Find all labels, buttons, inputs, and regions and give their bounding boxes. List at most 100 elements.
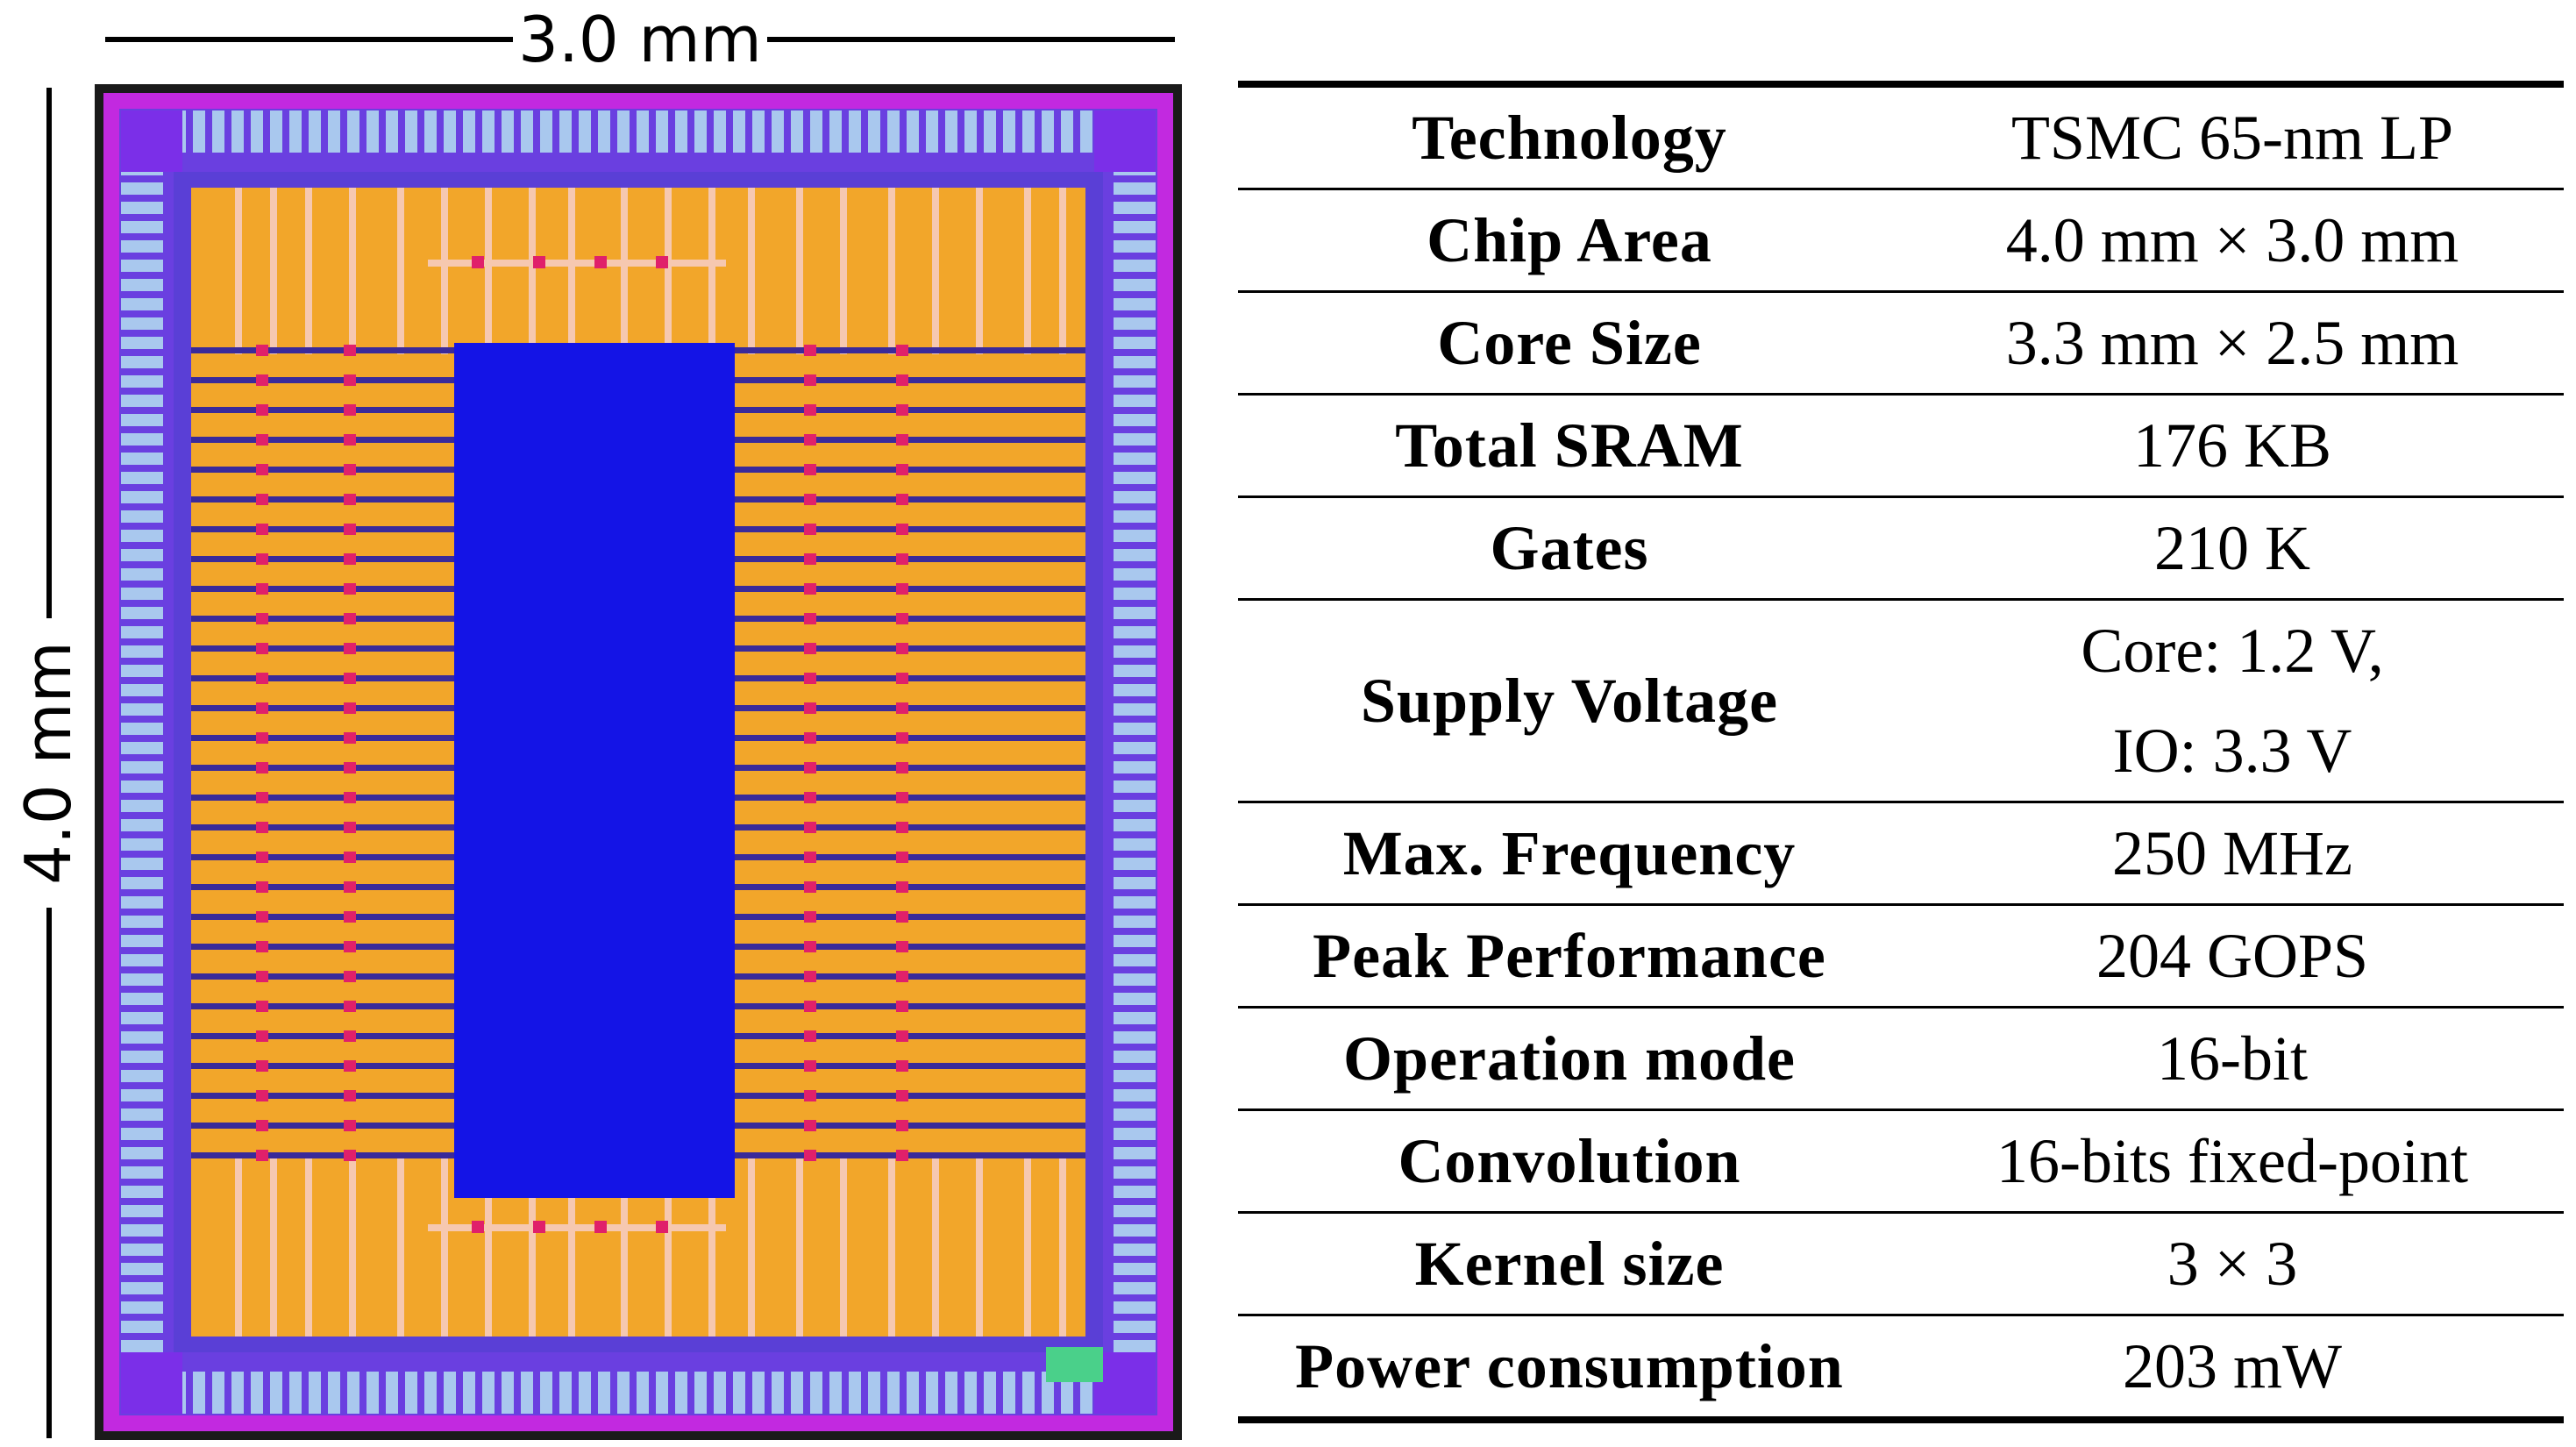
io-pad (1114, 607, 1156, 619)
io-pad (502, 1372, 514, 1414)
io-pad (829, 1372, 842, 1414)
power-stripe (191, 735, 454, 741)
power-stripe (191, 1003, 454, 1009)
height-dimension: 4.0 mm (0, 88, 96, 1438)
io-pad (1114, 993, 1156, 1005)
power-stripe (735, 526, 1085, 532)
power-stripe (191, 467, 454, 473)
power-column (932, 1152, 939, 1337)
io-pad (1114, 588, 1156, 600)
io-pad (121, 337, 163, 349)
via-marker (344, 345, 356, 356)
io-pad (121, 530, 163, 542)
via-marker (256, 583, 268, 595)
io-pad (637, 110, 649, 153)
io-pad (617, 1372, 630, 1414)
via-marker (896, 494, 908, 505)
via-marker (344, 434, 356, 446)
via-marker (804, 524, 816, 535)
io-pad (945, 1372, 957, 1414)
io-pad (444, 1372, 456, 1414)
power-stripe (191, 1093, 454, 1099)
io-pad (1114, 896, 1156, 909)
via-marker (896, 404, 908, 416)
io-pad (121, 1166, 163, 1179)
via-marker (804, 613, 816, 624)
io-pad (791, 1372, 803, 1414)
via-marker (594, 256, 607, 268)
io-pad (121, 240, 163, 253)
power-stripe (735, 1152, 1085, 1158)
power-stripe (735, 1093, 1085, 1099)
power-stripe (191, 347, 454, 353)
io-pad (1114, 298, 1156, 310)
spec-value-line: 203 mW (2123, 1331, 2342, 1401)
io-pad (1114, 1089, 1156, 1101)
power-column (665, 188, 672, 354)
power-stripe (191, 1063, 454, 1069)
via-marker (896, 762, 908, 773)
io-pad (1114, 781, 1156, 793)
io-pad (121, 819, 163, 831)
io-pad (1114, 356, 1156, 368)
corner-cell (1094, 110, 1156, 172)
via-marker (256, 1150, 268, 1161)
io-pad (121, 1108, 163, 1121)
via-marker (896, 971, 908, 982)
power-stripe (735, 347, 1085, 353)
power-stripe (735, 407, 1085, 413)
via-marker (344, 732, 356, 744)
io-pad (121, 491, 163, 503)
io-pad (121, 279, 163, 291)
power-stripe (735, 765, 1085, 771)
power-stripe (735, 1033, 1085, 1039)
power-stripe (735, 496, 1085, 503)
via-marker (896, 524, 908, 535)
io-pad (1114, 1340, 1156, 1352)
io-pad (121, 626, 163, 638)
io-pad (121, 954, 163, 966)
io-pad (1114, 202, 1156, 214)
spec-param-label: Max. Frequency (1342, 818, 1797, 888)
io-pad (121, 1263, 163, 1275)
via-marker (896, 1001, 908, 1012)
spec-value-line: 204 GOPS (2096, 921, 2369, 991)
via-marker (896, 434, 908, 446)
via-marker (344, 1120, 356, 1131)
via-marker (256, 404, 268, 416)
power-column (397, 188, 404, 354)
io-pad (121, 838, 163, 851)
io-pad (579, 1372, 591, 1414)
via-marker (804, 762, 816, 773)
io-pad (212, 1372, 224, 1414)
power-stripe (735, 973, 1085, 980)
power-stripe (735, 675, 1085, 681)
via-marker (896, 732, 908, 744)
power-column (441, 188, 448, 354)
io-pad (121, 993, 163, 1005)
power-column (305, 188, 312, 354)
via-marker (896, 583, 908, 595)
io-pad (540, 110, 552, 153)
io-pad (675, 1372, 687, 1414)
test-structure (1046, 1347, 1103, 1382)
io-pad (270, 110, 282, 153)
io-pad (1114, 260, 1156, 272)
io-pad (964, 1372, 977, 1414)
power-column (976, 1152, 983, 1337)
io-pad (328, 110, 340, 153)
via-marker (533, 1221, 545, 1233)
via-marker (256, 434, 268, 446)
io-pad (1042, 110, 1054, 153)
power-column (748, 1152, 755, 1337)
io-pad (121, 877, 163, 889)
io-pad (1114, 877, 1156, 889)
power-column (568, 1152, 575, 1337)
io-pad (121, 1031, 163, 1044)
